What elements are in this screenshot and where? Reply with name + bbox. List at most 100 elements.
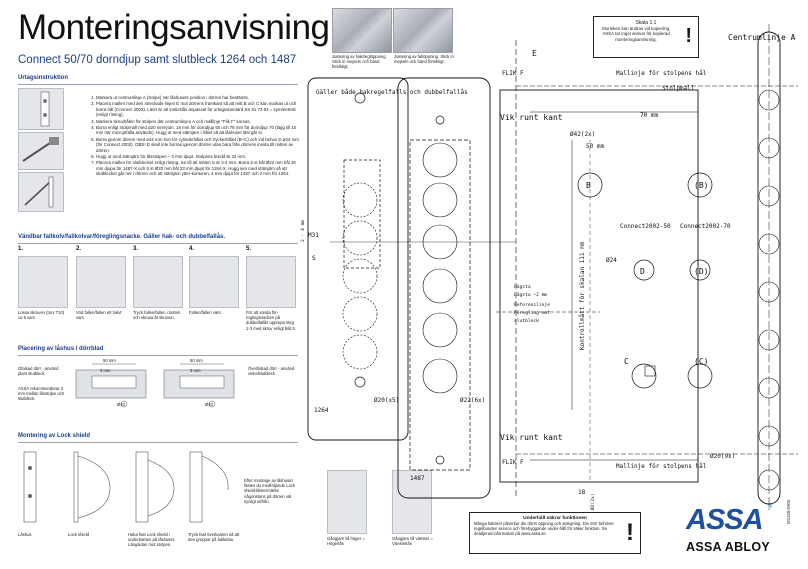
step-caption: Tryck fallen/fallen i botten och skruva … [133,310,181,321]
label-mallinje-bottom: Mallinje för stolpens hål [616,463,707,470]
dim-70mm: 70 mm [640,112,658,119]
label-c2: (C) [694,357,708,366]
illustration-lock-step-4 [189,256,239,308]
lock-template-outline [499,89,699,483]
hinge-right-caption: Gångjärn till höger = Högerlås [327,536,365,547]
warning-icon: ! [685,25,692,47]
label-connect50: Connect2002-50 [620,223,671,230]
label-1264: 1264 [314,407,329,414]
maintenance-heading: Underhåll säkrar funktionen [523,516,587,521]
strike-opening-1264 [343,159,381,269]
dim-20-9: Ø20(9x) [710,453,735,460]
assa-abloy-wordmark: ASSA ABLOY [686,540,771,554]
label-vik-runt-top: Vik runt kant [500,113,563,122]
dim-phi42-right: Ø42 [205,402,213,407]
hole-d [633,259,655,281]
label-b: B [586,181,591,190]
strike-opening-1487 [409,139,471,471]
section-heading-urtag: Urtagsinstruktion [18,75,69,81]
strike-plate-1487 [397,77,491,499]
dim-3mm-right: 3 mm [190,368,201,373]
label-m31: M31 [308,232,319,239]
divider [18,243,298,244]
screw-hole [435,455,445,465]
placering-right-note: Överfalsad dörr - använd vinkelslutbleck [248,366,295,377]
divider [18,442,298,443]
lockshield-caption: Tryck fast överkanten så att den greppar… [188,532,240,543]
page-subtitle: Connect 50/70 dorndjup samt slutbleck 12… [18,54,297,66]
label-galler: Gäller både hakregelfalls och dubbelfall… [316,89,468,96]
label-1487: 1487 [410,475,425,482]
spindle-square [644,365,656,377]
illustration-hinge-right [327,470,367,534]
dim-20-5: Ø20(x5) [374,397,399,404]
label-b2: (B) [694,181,708,190]
lockshield-illustrations [23,451,229,523]
label-stolpmall: Stolpmall [662,85,695,92]
label-hogsta: Högsta [514,284,531,290]
divider [18,84,298,85]
scale-notice-box: Skala 1:1 Storleken kan ändras vid kopie… [593,16,699,58]
scale-note: Storleken kan ändras vid kopiering. ASSA… [601,26,671,42]
dim-2-4mm: 2 - 4 mm [300,220,306,242]
instruction-step: Placera mallen för slutblecket enligt ri… [96,160,300,177]
dim-18: 18 [578,489,586,496]
hinge-left-caption: Gångjärn till vänster = Vänsterlås [392,536,433,547]
label-kontroll: Kontrollmått för skalan 111 mm [579,241,586,350]
illustration-lock-step-5 [246,256,296,308]
section-heading-placering: Placering av låshus i dörrblad [18,346,104,352]
dim-3mm: 3 mm [100,368,111,373]
illustration-lock-step-3 [133,256,183,308]
dim-24: Ø24 [606,257,617,264]
label-connect70: Connect2002-70 [680,223,731,230]
instruction-step: Hugg ut med stämjärn för låsstolpen – 3 … [96,154,300,160]
registered-mark: ® [768,504,773,510]
template-drawing: Centrumlinje A Mallinje för stolpens hål… [300,24,798,510]
illustration-lock-step-1 [18,256,68,308]
label-vik-runt-bottom: Vik runt kant [500,433,563,442]
placering-left-note: Ofalsad dörr - använd plant slutbleck [18,366,59,377]
dim-phi2: Ø2(2x) [589,493,596,510]
step-number: 3. [133,246,139,252]
lockshield-note: Efter montage av låshuset fästes du medf… [244,478,295,504]
dim-50mm: 50 mm [586,143,604,150]
photo-hakregel-adjust [332,8,392,53]
step-caption: Fallen/fallen vänt. [189,310,222,315]
illustration-door-outline [18,88,64,130]
label-d2: (D) [694,267,708,276]
hole-c2 [687,363,713,389]
label-centrumlinje: Centrumlinje A [728,33,796,42]
strike-plate-1264 [307,77,409,441]
hole-c [631,363,657,389]
illustration-lock-step-2 [76,256,126,308]
dim-22-6: Ø22(6x) [460,397,485,404]
maintenance-body: Många faktorer påverkar din dörrs öppnin… [474,521,614,537]
instruction-step: Borra enligt stolpmall med ø20 mm/ytan. … [96,125,300,136]
maintenance-notice-box: Underhåll säkrar funktionen Många faktor… [469,512,641,554]
illustration-chisel [18,172,64,212]
label-slutbleck: slutbleck [514,318,539,324]
step-number: 5. [246,246,252,252]
page-title: Monteringsanvisning [18,8,330,47]
label-flik-f-top: FLIK F [502,70,524,77]
label-referens: Referenslinje [514,302,550,308]
section-heading-vandbar: Vändbar fallkolv/fallkolvar/föreglingsna… [18,234,226,240]
label-e: E [532,49,537,58]
dim-50mm-right: 50 mm [190,358,203,363]
assa-logo: ASSA [686,504,764,536]
instruction-step: Markera skruvhålen för stolpen där centr… [96,119,300,125]
photo-right-caption: Justering av fallöppning. Stick in mejse… [394,54,454,65]
instruction-step: Markera ut centrumlinje A (stolpe) när l… [96,95,300,101]
instruction-list: Markera ut centrumlinje A (stolpe) när l… [88,95,300,177]
dim-50mm: 50 mm [103,358,116,363]
photo-fall-adjust [393,8,453,53]
placering-diagram [75,363,235,408]
hole-b2 [687,172,713,198]
step-number: 2. [76,246,82,252]
label-lagsta: Lägsta −2 mm [514,292,547,298]
screw-hole [354,92,366,104]
hole-d2 [689,259,711,281]
label-c: C [624,357,629,366]
scale-title: Skala 1:1 [635,20,657,26]
section-heading-lockshield: Montering av Lock shield [18,433,91,439]
